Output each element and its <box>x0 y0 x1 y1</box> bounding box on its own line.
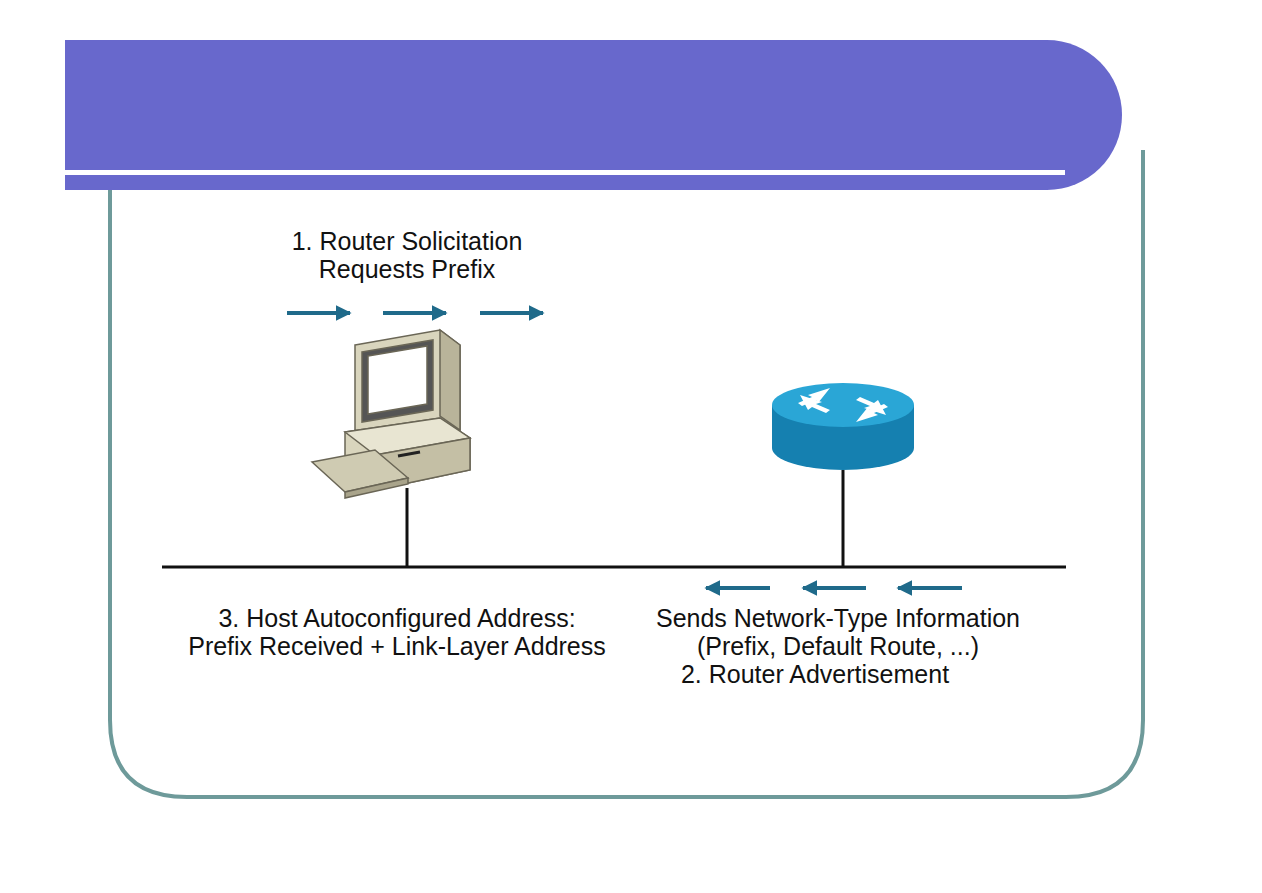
advertisement-arrows <box>706 586 962 590</box>
advertisement-label: 2. Router Advertisement <box>615 660 1015 688</box>
solicitation-arrows <box>287 311 543 315</box>
header-stripe <box>65 170 1065 175</box>
network-segment <box>162 566 1066 569</box>
host-link <box>406 488 409 567</box>
host-address-label: 3. Host Autoconfigured Address: Prefix R… <box>177 604 617 660</box>
slide-frame <box>110 150 1143 797</box>
solicitation-label: 1. Router Solicitation Requests Prefix <box>262 227 552 283</box>
advertisement-info-label: Sends Network-Type Information (Prefix, … <box>618 604 1058 660</box>
router-icon <box>772 383 914 470</box>
router-link <box>842 470 845 567</box>
header-band <box>65 40 1122 190</box>
computer-icon <box>312 330 470 498</box>
